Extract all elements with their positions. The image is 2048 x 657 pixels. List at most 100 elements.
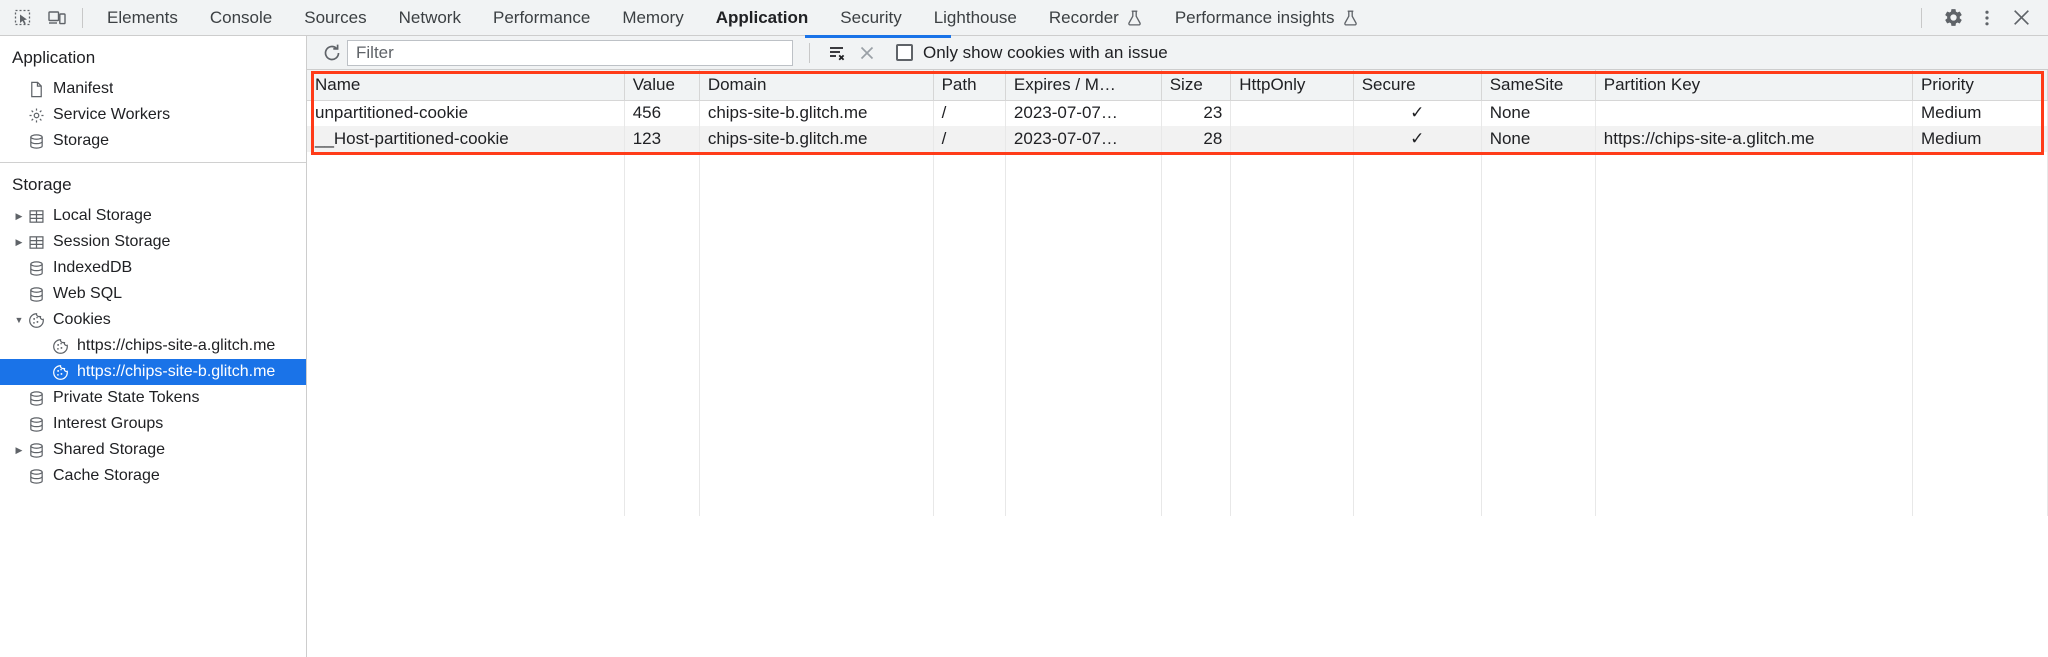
gear-cog-icon [26,106,46,124]
chevron-down-icon[interactable]: ▼ [14,315,24,325]
database-icon [26,285,46,303]
close-icon[interactable] [2004,1,2038,35]
refresh-icon[interactable] [317,39,347,67]
empty-cell [699,178,934,204]
tree-item-label: IndexedDB [53,259,133,276]
tab-security[interactable]: Security [824,0,917,35]
empty-cell [1481,360,1596,386]
table-icon [26,233,46,251]
column-header-secure[interactable]: Secure [1353,70,1482,101]
empty-cell [307,334,625,360]
column-header-priority[interactable]: Priority [1912,70,2048,101]
cookie-icon [50,337,70,355]
empty-cell [1912,308,2048,334]
empty-cell [699,256,934,282]
chevron-right-icon[interactable]: ▶ [15,444,23,455]
chevron-right-icon[interactable]: ▶ [15,210,23,221]
sidebar-item-indexeddb[interactable]: ▶IndexedDB [0,255,306,281]
tab-memory[interactable]: Memory [606,0,699,35]
empty-cell [1005,204,1162,230]
column-header-name[interactable]: Name [307,70,625,101]
table-empty-row [307,230,2048,256]
empty-cell [1595,464,1913,490]
empty-cell [307,230,625,256]
column-header-httponly[interactable]: HttpOnly [1230,70,1354,101]
column-header-path[interactable]: Path [933,70,1006,101]
empty-cell [624,230,700,256]
tree-item-label: Interest Groups [53,415,164,432]
chevron-right-icon[interactable]: ▶ [15,236,23,247]
empty-cell [1481,152,1596,178]
sidebar-item-shared-storage[interactable]: ▶ Shared Storage [0,437,306,463]
kebab-menu-icon[interactable] [1970,1,2004,35]
empty-cell [933,386,1006,412]
column-header-size[interactable]: Size [1161,70,1232,101]
empty-cell [1161,282,1232,308]
database-icon [26,389,46,407]
sidebar-section-application-title: Application [12,48,96,67]
column-header-value[interactable]: Value [624,70,700,101]
tab-network[interactable]: Network [383,0,477,35]
sidebar-item-private-state-tokens[interactable]: ▶Private State Tokens [0,385,306,411]
sidebar-item-service-workers[interactable]: ▶Service Workers [0,102,306,128]
gear-icon[interactable] [1936,1,1970,35]
tab-lighthouse[interactable]: Lighthouse [918,0,1033,35]
inspect-element-icon[interactable] [6,1,40,35]
sidebar-item-cookies[interactable]: ▼Cookies [0,307,306,333]
database-icon [26,132,46,150]
tab-label: Memory [622,7,684,27]
cell-samesite: None [1481,100,1596,126]
empty-cell [624,152,700,178]
sidebar-item-https-chips-site-b-glitch-me[interactable]: ▶https://chips-site-b.glitch.me [0,359,306,385]
sidebar-item-web-sql[interactable]: ▶Web SQL [0,281,306,307]
clear-all-cookies-icon[interactable] [852,39,882,67]
sidebar-item-manifest[interactable]: ▶Manifest [0,76,306,102]
empty-cell [624,308,700,334]
tab-console[interactable]: Console [194,0,288,35]
device-toolbar-icon[interactable] [40,1,74,35]
empty-cell [933,412,1006,438]
empty-cell [1230,308,1354,334]
tab-recorder[interactable]: Recorder [1033,0,1159,35]
sidebar-item-cache-storage[interactable]: ▶Cache Storage [0,463,306,489]
only-show-issues-checkbox[interactable]: Only show cookies with an issue [896,43,1168,63]
tab-application[interactable]: Application [700,0,825,35]
empty-cell [307,360,625,386]
sidebar-item-https-chips-site-a-glitch-me[interactable]: ▶https://chips-site-a.glitch.me [0,333,306,359]
checkbox-box[interactable] [896,44,913,61]
sidebar-item-session-storage[interactable]: ▶Session Storage [0,229,306,255]
empty-cell [1353,282,1482,308]
column-header-partition-key[interactable]: Partition Key [1595,70,1913,101]
tab-sources[interactable]: Sources [288,0,382,35]
cell-size: 28 [1161,126,1232,152]
empty-cell [1481,490,1596,516]
search-input[interactable] [347,39,793,66]
tab-performance[interactable]: Performance [477,0,606,35]
empty-cell [1161,230,1232,256]
empty-cell [1161,386,1232,412]
tree-item-label: Shared Storage [53,441,166,458]
flask-icon [1342,9,1359,27]
clear-filtered-cookies-icon[interactable] [822,39,852,67]
column-header-samesite[interactable]: SameSite [1481,70,1596,101]
sidebar-item-local-storage[interactable]: ▶Local Storage [0,203,306,229]
column-header-expires-m[interactable]: Expires / M… [1005,70,1162,101]
tab-elements[interactable]: Elements [91,0,194,35]
cell-secure: ✓ [1353,126,1482,152]
tab-performance-insights[interactable]: Performance insights [1159,0,1375,35]
empty-cell [624,464,700,490]
sidebar-section-storage-title: Storage [12,175,72,194]
cell-size: 23 [1161,100,1232,126]
column-header-domain[interactable]: Domain [699,70,934,101]
empty-cell [1230,360,1354,386]
empty-cell [699,438,934,464]
sidebar-item-interest-groups[interactable]: ▶Interest Groups [0,411,306,437]
database-icon [26,441,46,459]
cookies-panel: Only show cookies with an issue NameValu… [307,35,2048,657]
sidebar-item-storage[interactable]: ▶Storage [0,128,306,154]
